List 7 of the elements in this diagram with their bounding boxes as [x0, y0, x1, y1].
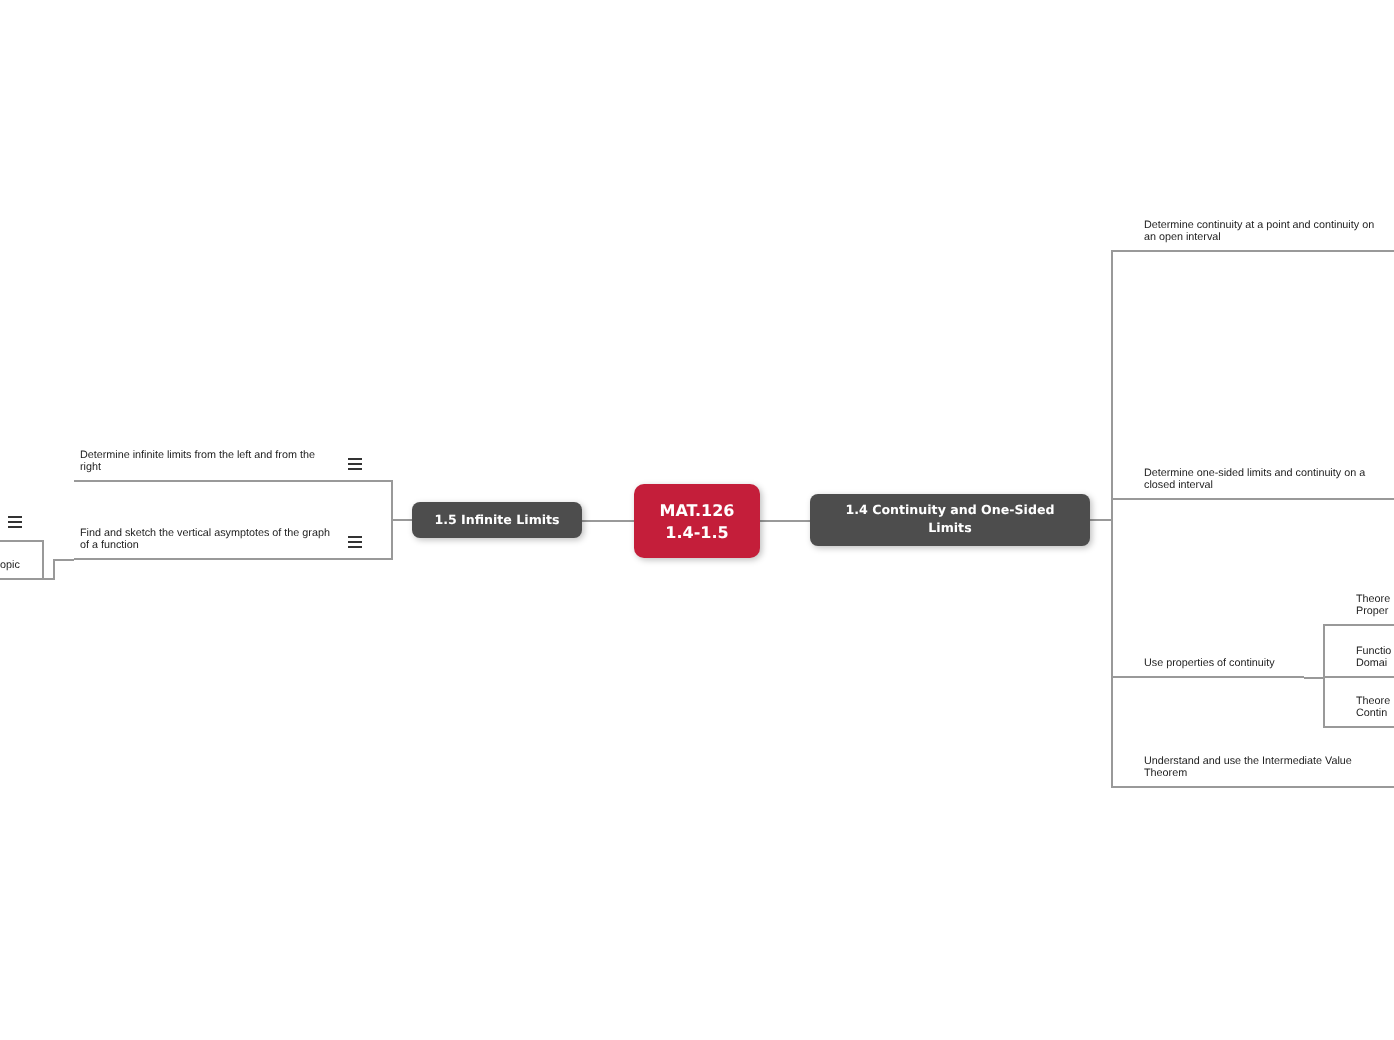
connector-line — [43, 559, 75, 580]
connector-line — [759, 519, 811, 522]
connector-line — [1303, 677, 1335, 728]
connector-line — [381, 519, 413, 560]
connector-line — [581, 519, 635, 522]
connector-line — [1089, 519, 1123, 788]
central-topic: MAT.126 1.4-1.5 — [634, 484, 760, 558]
